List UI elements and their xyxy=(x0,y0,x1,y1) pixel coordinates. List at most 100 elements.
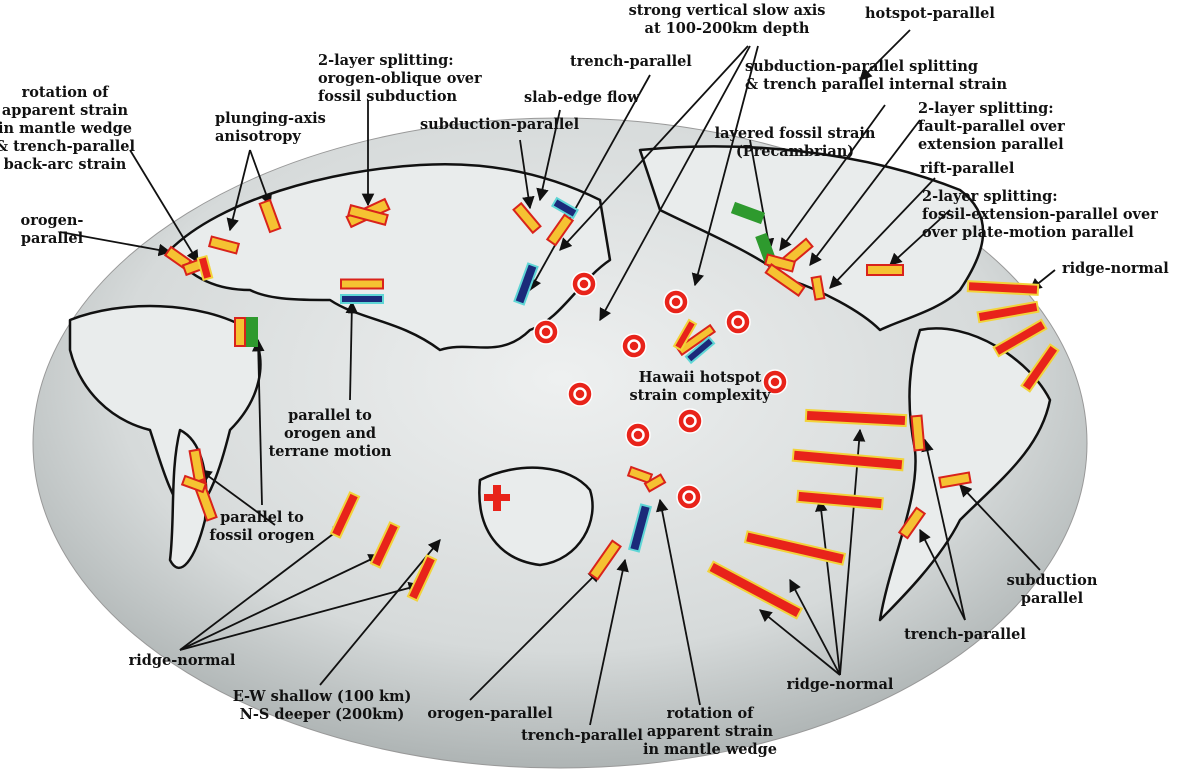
fossil-axis-marker xyxy=(730,201,766,225)
fast-axis-marker xyxy=(910,414,926,452)
annotation-arrow xyxy=(179,524,347,651)
label-line: 2-layer splitting: xyxy=(922,188,1058,205)
annotation-arrow xyxy=(589,558,629,726)
label-hotspot-parallel: hotspot-parallel xyxy=(865,5,995,23)
annotation-arrow xyxy=(815,498,841,676)
ridge-axis-marker xyxy=(406,554,438,602)
deep-axis-marker xyxy=(550,196,580,220)
label-line: rotation of xyxy=(21,84,109,101)
annotation-arrow xyxy=(919,528,966,621)
label-line: at 100-200km depth xyxy=(644,20,810,37)
annotation-arrow xyxy=(179,554,382,651)
fossil-axis-marker xyxy=(246,317,258,347)
ridge-axis-marker xyxy=(966,280,1040,296)
label-slab-edge: slab-edge flow xyxy=(524,89,640,107)
label-line: fault-parallel over xyxy=(918,118,1065,135)
annotation-arrow xyxy=(226,149,251,232)
deep-axis-marker xyxy=(627,503,653,553)
label-line: fossil orogen xyxy=(209,527,315,544)
fast-axis-marker xyxy=(764,263,806,297)
continent-outlines xyxy=(68,145,1052,622)
fast-axis-marker xyxy=(234,317,246,347)
ridge-axis-marker xyxy=(804,408,908,428)
label-line: back-arc strain xyxy=(3,156,127,173)
vertical-slow-axis-marker xyxy=(533,319,559,345)
continent-africa xyxy=(68,304,262,522)
label-line: & trench parallel internal strain xyxy=(745,76,1008,93)
label-line: layered fossil strain xyxy=(714,125,876,142)
label-trench-parallel-bottom: trench-parallel xyxy=(521,727,643,745)
continent-australia xyxy=(478,466,594,567)
label-line: over plate-motion parallel xyxy=(922,224,1134,241)
label-line: parallel xyxy=(1020,590,1084,607)
fast-axis-marker xyxy=(258,198,282,234)
label-line: Hawaii hotspot xyxy=(638,369,762,386)
continent-europe-asia xyxy=(168,163,612,352)
label-line: E-W shallow (100 km) xyxy=(232,688,412,705)
label-line: anisotropy xyxy=(215,128,301,145)
label-line: in mantle wedge xyxy=(0,120,133,137)
label-subduction-splitting: subduction-parallel splitting& trench pa… xyxy=(745,58,1007,94)
label-line: slab-edge flow xyxy=(524,89,640,106)
fast-axis-marker xyxy=(643,473,667,493)
annotation-arrow xyxy=(179,581,422,651)
label-layered-fossil: layered fossil strain(Precambrian) xyxy=(715,125,876,161)
label-rift-parallel: rift-parallel xyxy=(920,160,1014,178)
fast-axis-marker xyxy=(897,506,927,540)
annotation-arrow xyxy=(559,45,749,251)
annotation-arrow xyxy=(198,469,276,526)
ridge-axis-marker xyxy=(329,491,361,539)
fast-axis-marker xyxy=(763,253,797,273)
fast-axis-marker xyxy=(675,323,717,357)
label-line: apparent strain xyxy=(646,723,774,740)
annotation-arrow xyxy=(469,569,601,701)
label-line: trench-parallel xyxy=(521,727,643,744)
label-line: 2-layer splitting: xyxy=(318,52,454,69)
ridge-axis-marker xyxy=(743,530,847,566)
fast-axis-marker xyxy=(512,201,542,235)
annotation-arrow xyxy=(921,438,966,621)
vertical-slow-axis-marker xyxy=(663,289,689,315)
annotation-arrow xyxy=(536,109,561,202)
annotation-arrow xyxy=(249,149,273,207)
annotation-arrow xyxy=(779,104,886,252)
label-line: strain complexity xyxy=(629,387,771,404)
label-line: parallel to xyxy=(220,509,304,526)
label-line: hotspot-parallel xyxy=(865,5,995,22)
annotation-arrow xyxy=(691,45,759,287)
label-line: fossil-extension-parallel over xyxy=(922,206,1158,223)
vertical-slow-axis-marker xyxy=(676,484,702,510)
label-line: ridge-normal xyxy=(786,676,894,693)
annotation-arrow xyxy=(529,74,651,292)
label-trench-parallel-right: trench-parallel xyxy=(904,626,1026,644)
label-line: plunging-axis xyxy=(215,110,326,127)
label-line: extension parallel xyxy=(918,136,1064,153)
label-line: subduction-parallel xyxy=(420,116,580,133)
label-line: (Precambrian) xyxy=(735,143,855,160)
label-line: subduction-parallel splitting xyxy=(745,58,979,75)
label-line: fossil subduction xyxy=(318,88,458,105)
label-line: parallel to xyxy=(288,407,372,424)
ridge-axis-marker xyxy=(796,489,884,511)
vertical-slow-axis-marker xyxy=(567,381,593,407)
fast-axis-marker xyxy=(347,204,389,226)
ridge-axis-marker xyxy=(791,448,905,472)
annotation-arrow xyxy=(251,338,265,506)
annotation-arrow xyxy=(749,139,775,252)
ridge-axis-marker xyxy=(672,318,698,352)
label-line: rotation of xyxy=(666,705,754,722)
label-orogen-parallel-bottom: orogen-parallel xyxy=(427,705,552,723)
label-two-layer-fossil-ext: 2-layer splitting:fossil-extension-paral… xyxy=(922,188,1158,242)
label-orogen-parallel-left: orogen-parallel xyxy=(21,212,84,248)
shallow-deep-cross-marker xyxy=(484,485,510,511)
ridge-axis-marker xyxy=(706,560,804,620)
